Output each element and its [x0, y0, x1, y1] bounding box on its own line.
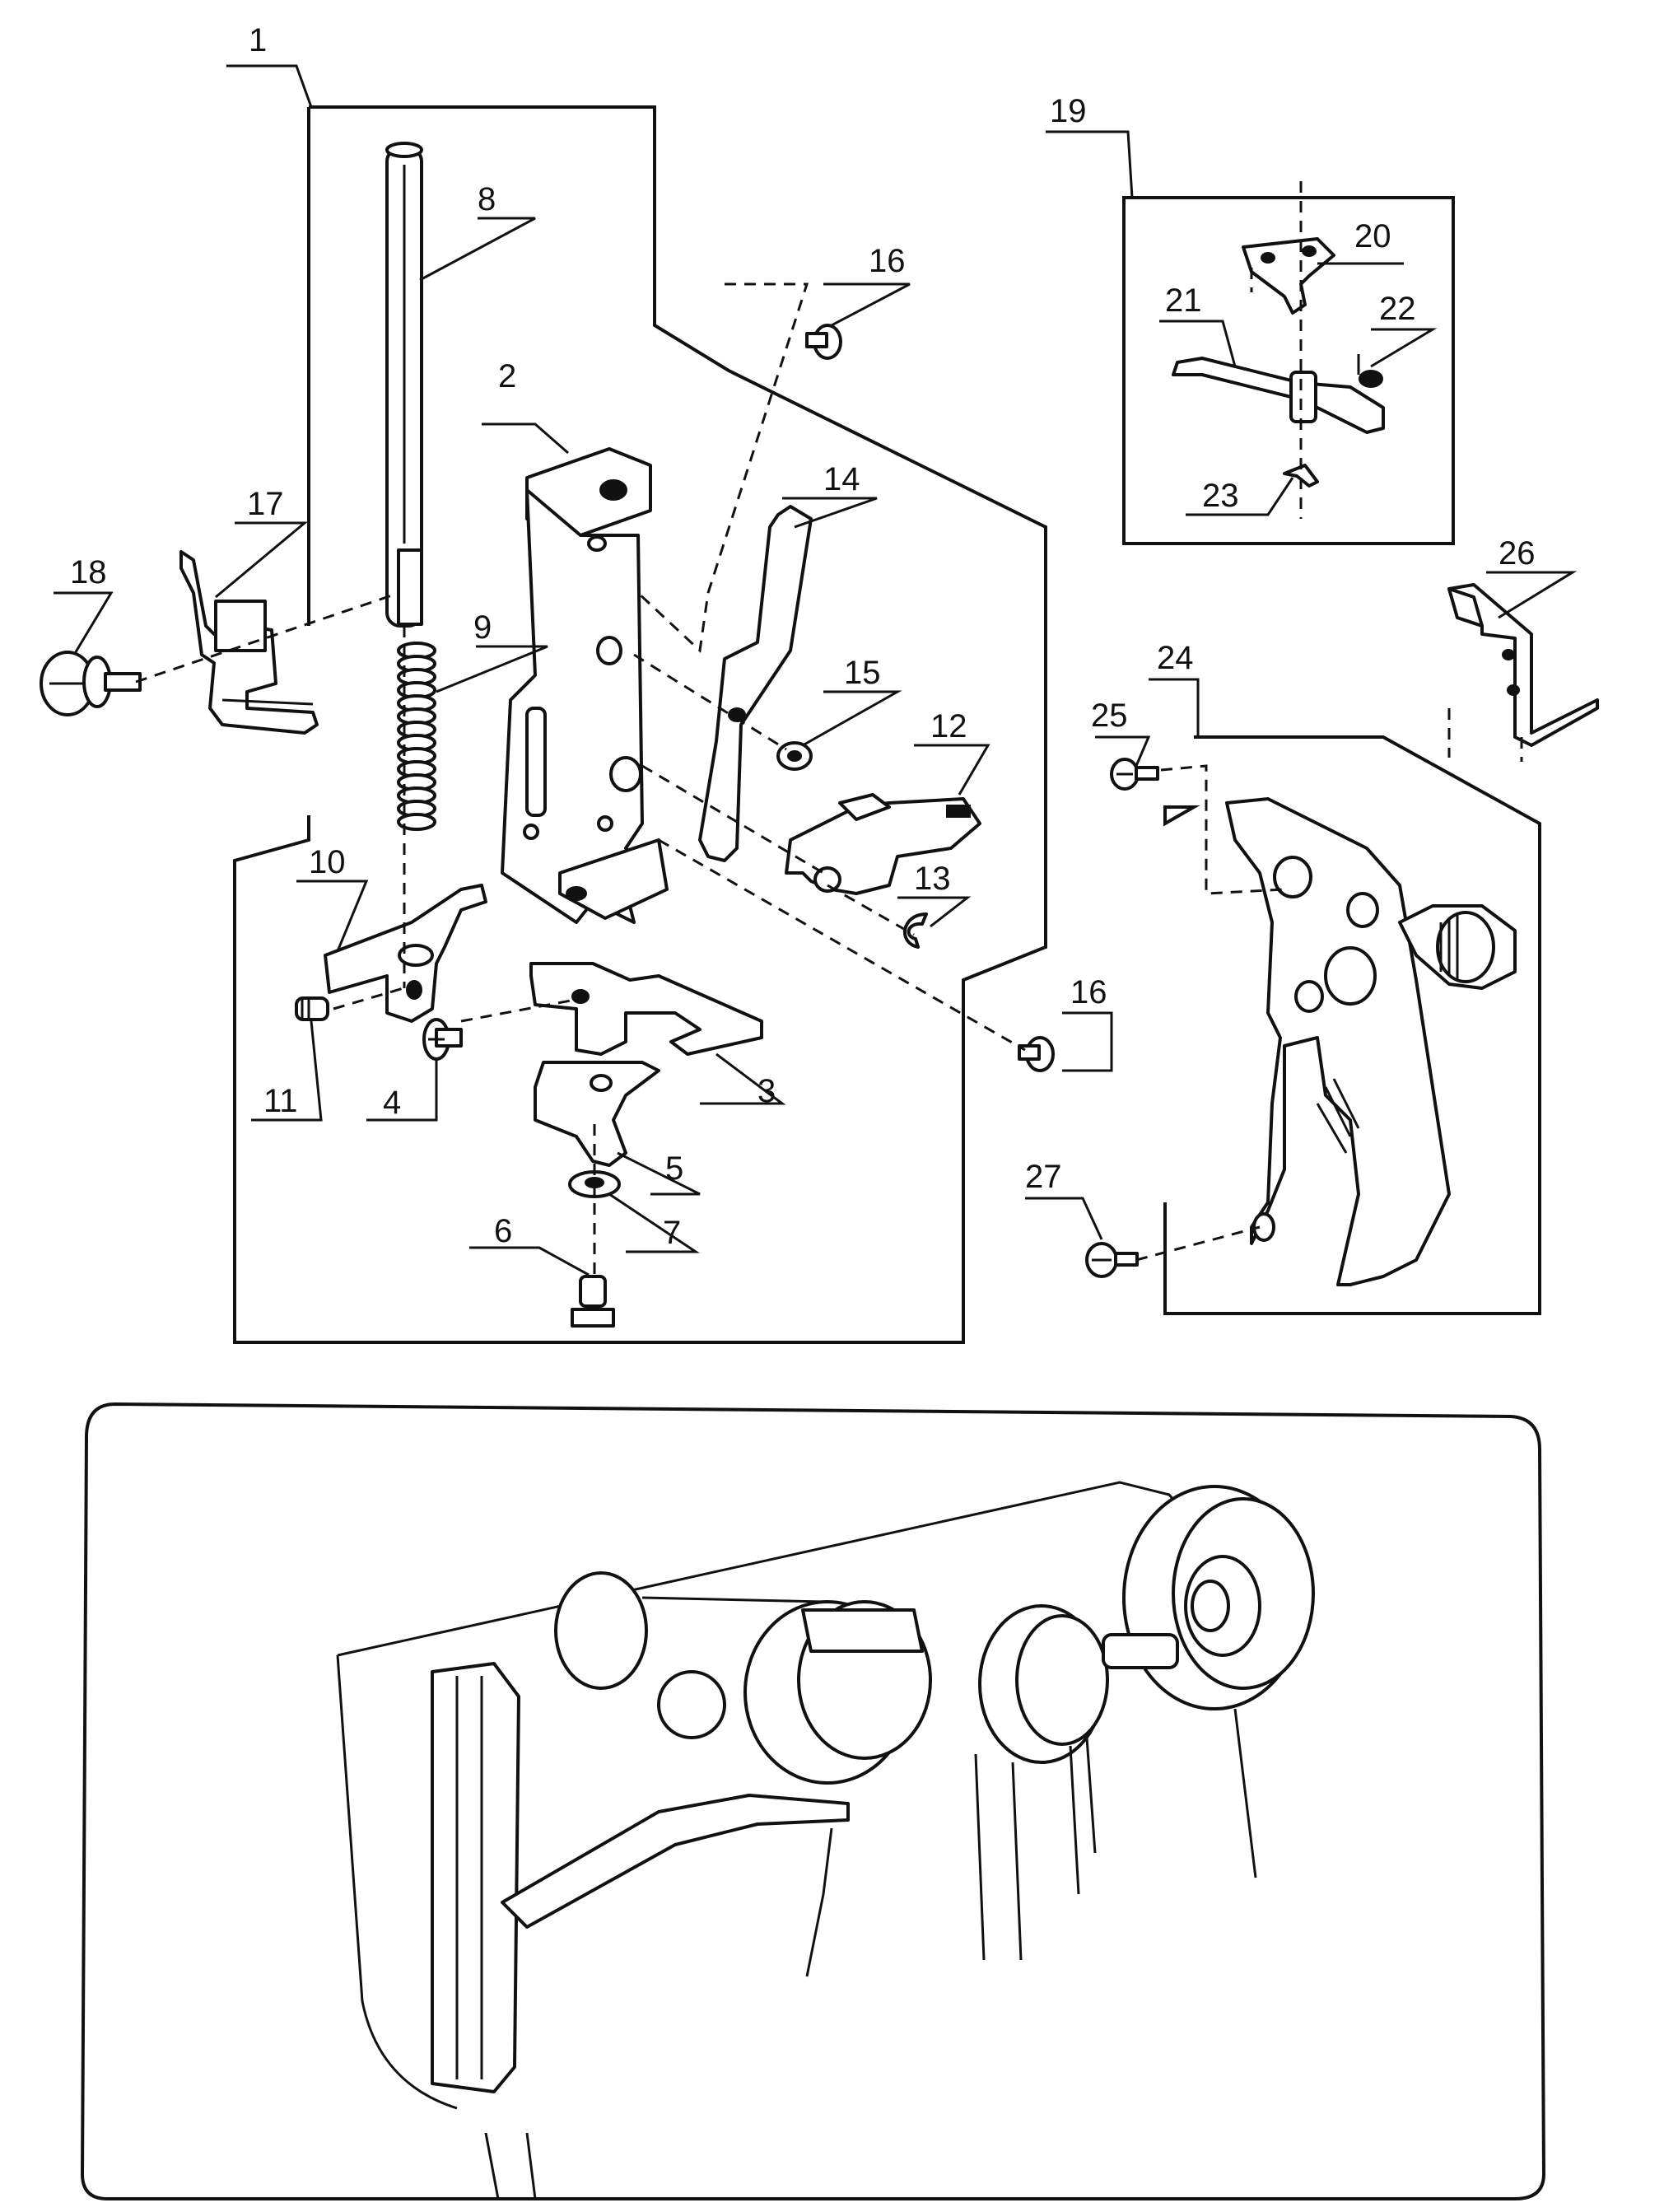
- callout-11: 11: [263, 1083, 298, 1119]
- callout-5: 5: [665, 1150, 683, 1187]
- callout-23: 23: [1202, 478, 1239, 514]
- callout-20: 20: [1354, 218, 1391, 254]
- part-11-screw: [295, 996, 329, 1021]
- callout-17: 17: [247, 486, 284, 522]
- callout-12: 12: [930, 708, 967, 744]
- callout-18: 18: [70, 554, 107, 590]
- callout-9: 9: [473, 609, 492, 646]
- assembly-lines: [135, 181, 1523, 1276]
- part-8-presser-bar: [385, 142, 423, 628]
- machine-head-inset: [80, 1402, 1546, 2200]
- part-14-lever: [698, 505, 813, 862]
- callout-10: 10: [309, 844, 346, 880]
- part-4-screw: [422, 1018, 463, 1061]
- callout-24: 24: [1157, 640, 1194, 676]
- callout-13: 13: [914, 861, 951, 897]
- part-25-screw: [1110, 758, 1159, 791]
- part-27-screw: [1085, 1242, 1139, 1278]
- callout-16-bottom: 16: [1070, 974, 1107, 1010]
- callout-27: 27: [1025, 1159, 1062, 1195]
- leader-lines: [54, 64, 1578, 1276]
- callout-6: 6: [494, 1213, 512, 1249]
- callout-4: 4: [383, 1085, 401, 1121]
- part-22-spring: [1357, 354, 1383, 388]
- callout-1: 1: [249, 22, 267, 58]
- callout-14: 14: [823, 461, 860, 497]
- callout-16-top: 16: [869, 243, 906, 279]
- callout-3: 3: [757, 1073, 776, 1109]
- part-6-screw: [571, 1275, 615, 1328]
- part-17-presser-foot: [179, 550, 319, 735]
- callout-8: 8: [478, 181, 496, 217]
- part-15-ring: [776, 741, 813, 771]
- part-12-clamp: [785, 793, 981, 895]
- group-24-frame: [1163, 735, 1541, 1315]
- callout-25: 25: [1091, 698, 1128, 734]
- part-20-plate: [1242, 237, 1335, 315]
- part-24-lever-plate: [1225, 797, 1517, 1286]
- part-9-spring: [397, 642, 436, 831]
- callout-26: 26: [1499, 535, 1536, 572]
- part-16-screw-top: [805, 324, 842, 360]
- group-19-frame: [1122, 196, 1455, 545]
- part-5-plate: [534, 1061, 660, 1167]
- part-21-lever: [1172, 357, 1385, 434]
- callout-15: 15: [844, 655, 881, 691]
- callout-22: 22: [1379, 291, 1416, 327]
- callout-19: 19: [1050, 93, 1087, 129]
- part-13-e-ring: [903, 912, 928, 949]
- part-16-screw-bottom: [1018, 1036, 1055, 1072]
- part-2-bracket: [501, 447, 669, 924]
- part-26-bracket: [1447, 583, 1599, 747]
- callout-21: 21: [1165, 282, 1202, 319]
- part-3-plate: [529, 962, 763, 1056]
- group-1-frame: [233, 105, 1047, 1344]
- callout-labels: 1 2 3 4 5 6 7 8 9 10 11 12 13 14 15 16 1…: [70, 22, 1536, 1251]
- inset-frame: [80, 1402, 1546, 2200]
- part-18-thumb-screw: [40, 651, 142, 716]
- callout-2: 2: [498, 358, 516, 394]
- callout-7: 7: [663, 1215, 681, 1251]
- spring-coil: [397, 813, 436, 831]
